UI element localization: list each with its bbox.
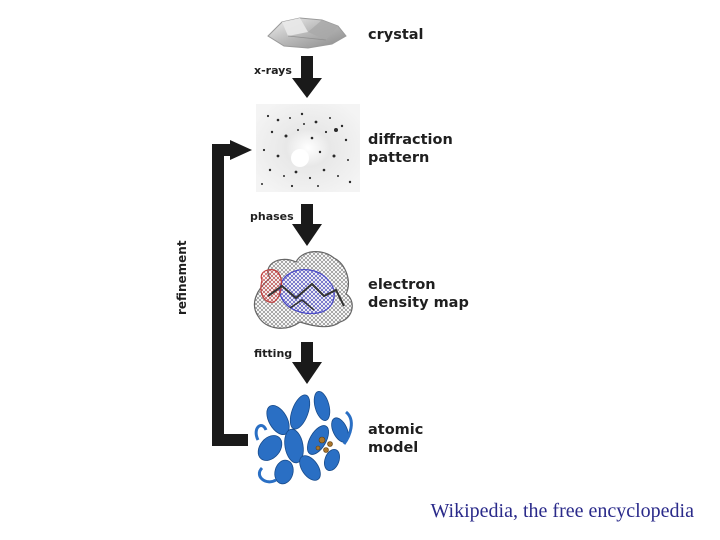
diffraction-pattern-label: diffraction pattern bbox=[368, 131, 453, 167]
model-label-line2: model bbox=[368, 440, 419, 456]
atomic-model-label: atomic model bbox=[368, 421, 423, 457]
density-label-line2: density map bbox=[368, 295, 469, 311]
refinement-label: refinement bbox=[175, 240, 189, 315]
arrow-phases bbox=[292, 204, 322, 246]
refinement-feedback-arrow bbox=[212, 140, 252, 446]
electron-density-map-image bbox=[253, 251, 353, 329]
model-label-line1: atomic bbox=[368, 422, 424, 438]
electron-density-map-label: electron density map bbox=[368, 276, 469, 312]
fitting-label: fitting bbox=[254, 347, 293, 360]
arrow-fitting bbox=[292, 342, 322, 384]
xrays-label: x-rays bbox=[254, 64, 292, 77]
arrow-xrays bbox=[292, 56, 322, 98]
density-label-line1: electron bbox=[368, 277, 436, 293]
crystal-image bbox=[267, 17, 347, 49]
phases-label: phases bbox=[250, 210, 294, 223]
diffraction-label-line2: pattern bbox=[368, 150, 430, 166]
diffraction-pattern-image bbox=[256, 104, 360, 192]
crystal-label: crystal bbox=[368, 27, 424, 43]
source-caption: Wikipedia, the free encyclopedia bbox=[430, 500, 694, 522]
diffraction-label-line1: diffraction bbox=[368, 132, 453, 148]
atomic-model-image bbox=[254, 390, 353, 485]
